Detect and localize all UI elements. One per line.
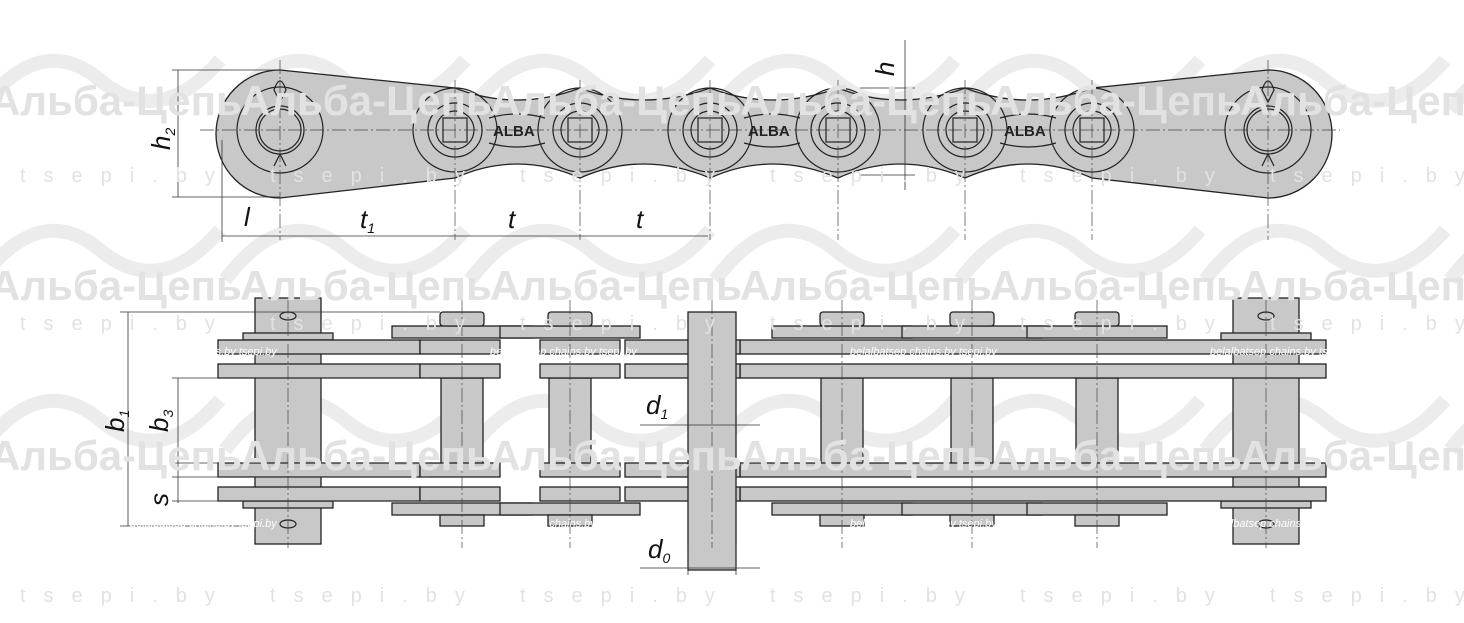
watermark-brand: Альба-Цепь bbox=[240, 77, 492, 124]
outer-plate bbox=[217, 486, 421, 502]
watermark-brand: Альба-Цепь bbox=[990, 432, 1242, 479]
watermark-brand: Альба-Цепь bbox=[0, 77, 242, 124]
alba-logo: ALBA bbox=[748, 123, 790, 140]
plate-segment bbox=[419, 339, 501, 355]
dim-label-h2: h2 bbox=[146, 128, 178, 150]
watermark-wave bbox=[0, 53, 226, 108]
outer-plate bbox=[539, 462, 621, 478]
alba-logo: ALBA bbox=[1004, 123, 1046, 140]
watermark-site: tsepi.by bbox=[520, 313, 733, 335]
watermark-site: tsepi.by bbox=[520, 165, 733, 187]
dim-label-t1: t1 bbox=[360, 204, 375, 236]
watermark-wave bbox=[0, 393, 226, 448]
watermark-wave bbox=[464, 223, 716, 285]
watermark-site: tsepi.by bbox=[770, 165, 983, 187]
watermark-site: tsepi.by bbox=[1020, 165, 1233, 187]
outer-plate bbox=[739, 363, 1327, 379]
watermark-site: tsepi.by bbox=[270, 313, 483, 335]
alba-logo: ALBA bbox=[493, 123, 535, 140]
watermark-brand: Альба-Цепь bbox=[1240, 77, 1464, 124]
logo-arc bbox=[488, 142, 546, 148]
watermark-brand: Альба-Цепь bbox=[0, 262, 242, 309]
dim-label-t: t bbox=[636, 204, 645, 234]
watermark-strip: belalbatsep chains.by tsepi.by bbox=[850, 346, 998, 358]
dim-label-b1: b1 bbox=[100, 410, 132, 432]
outer-plate bbox=[739, 486, 1327, 502]
cotter-pin-icon bbox=[273, 80, 287, 104]
watermark-brand: Альба-Цепь bbox=[740, 262, 992, 309]
watermark-site: tsepi.by bbox=[1270, 585, 1464, 607]
watermark-site: tsepi.by bbox=[770, 585, 983, 607]
plate-segment bbox=[419, 363, 501, 379]
watermark-wave bbox=[219, 223, 471, 285]
watermark-site: tsepi.by bbox=[1020, 585, 1233, 607]
dim-label-s: s bbox=[144, 493, 174, 506]
watermark-site: tsepi.by bbox=[1270, 313, 1464, 335]
watermark-brand: Альба-Цепь bbox=[490, 262, 742, 309]
watermark-strip: belalbatsep chains.by tsepi.by bbox=[130, 346, 278, 358]
plate-segment bbox=[419, 462, 501, 478]
watermark-brand: Альба-Цепь bbox=[740, 77, 992, 124]
outer-plate bbox=[539, 363, 621, 379]
dim-label-l: l bbox=[244, 202, 251, 232]
watermark-site: tsepi.by bbox=[270, 585, 483, 607]
watermark-strip: belalbatsep chains.by tsepi.by bbox=[850, 518, 998, 530]
dim-label-t: t bbox=[508, 204, 517, 234]
watermark-strip: belalbatsep chains.by tsepi.by bbox=[1210, 346, 1358, 358]
dim-label-d0: d0 bbox=[648, 534, 670, 566]
logo-arc bbox=[743, 113, 801, 119]
watermark-wave bbox=[709, 223, 961, 285]
watermark-brand: Альба-Цепь bbox=[740, 432, 992, 479]
dim-label-h: h bbox=[870, 62, 900, 76]
watermark-brand: Альба-Цепь bbox=[990, 262, 1242, 309]
watermark-site: tsepi.by bbox=[270, 165, 483, 187]
watermark-wave bbox=[464, 53, 716, 115]
watermark-wave bbox=[1199, 223, 1451, 285]
logo-arc bbox=[488, 113, 546, 119]
logo-arc bbox=[743, 142, 801, 148]
watermark-brand: Альба-Цепь bbox=[0, 432, 242, 479]
watermark-site: tsepi.by bbox=[20, 165, 233, 187]
watermark-strip: belalbatsep chains.by tsepi.by bbox=[1210, 518, 1358, 530]
outer-plate bbox=[217, 363, 421, 379]
watermark-brand: Альба-Цепь bbox=[490, 77, 742, 124]
watermark-site: tsepi.by bbox=[770, 313, 983, 335]
watermark-site: tsepi.by bbox=[1270, 165, 1464, 187]
dim-label-b3: b3 bbox=[144, 410, 176, 432]
watermark-strip: belalbatsep chains.by tsepi.by bbox=[130, 518, 278, 530]
outer-plate bbox=[539, 339, 621, 355]
logo-arc bbox=[999, 113, 1057, 119]
watermark-site: tsepi.by bbox=[20, 585, 233, 607]
watermark-brand: Альба-Цепь bbox=[490, 432, 742, 479]
watermark-brand: Альба-Цепь bbox=[1240, 432, 1464, 479]
dim-label-d1: d1 bbox=[646, 390, 668, 422]
watermark-strip: belalbatsep chains.by tsepi.by bbox=[490, 346, 638, 358]
watermark-site: tsepi.by bbox=[1020, 313, 1233, 335]
watermark-wave bbox=[0, 223, 226, 278]
watermark-brand: Альба-Цепь bbox=[240, 262, 492, 309]
watermark-brand: Альба-Цепь bbox=[990, 77, 1242, 124]
watermark-site: tsepi.by bbox=[520, 585, 733, 607]
logo-arc bbox=[999, 142, 1057, 148]
watermark-wave bbox=[709, 53, 961, 115]
outer-plate bbox=[539, 486, 621, 502]
watermark-wave bbox=[954, 223, 1206, 285]
watermark-site: tsepi.by bbox=[20, 313, 233, 335]
watermark-brand: Альба-Цепь bbox=[1240, 262, 1464, 309]
watermark-strip: belalbatsep chains.by tsepi.by bbox=[490, 518, 638, 530]
watermark-text-layer: Альба-Цепьtsepi.byАльба-Цепьtsepi.byАльб… bbox=[0, 77, 1464, 607]
cotter-pin-icon bbox=[1261, 80, 1275, 104]
watermark-brand: Альба-Цепь bbox=[240, 432, 492, 479]
plate-segment bbox=[419, 486, 501, 502]
